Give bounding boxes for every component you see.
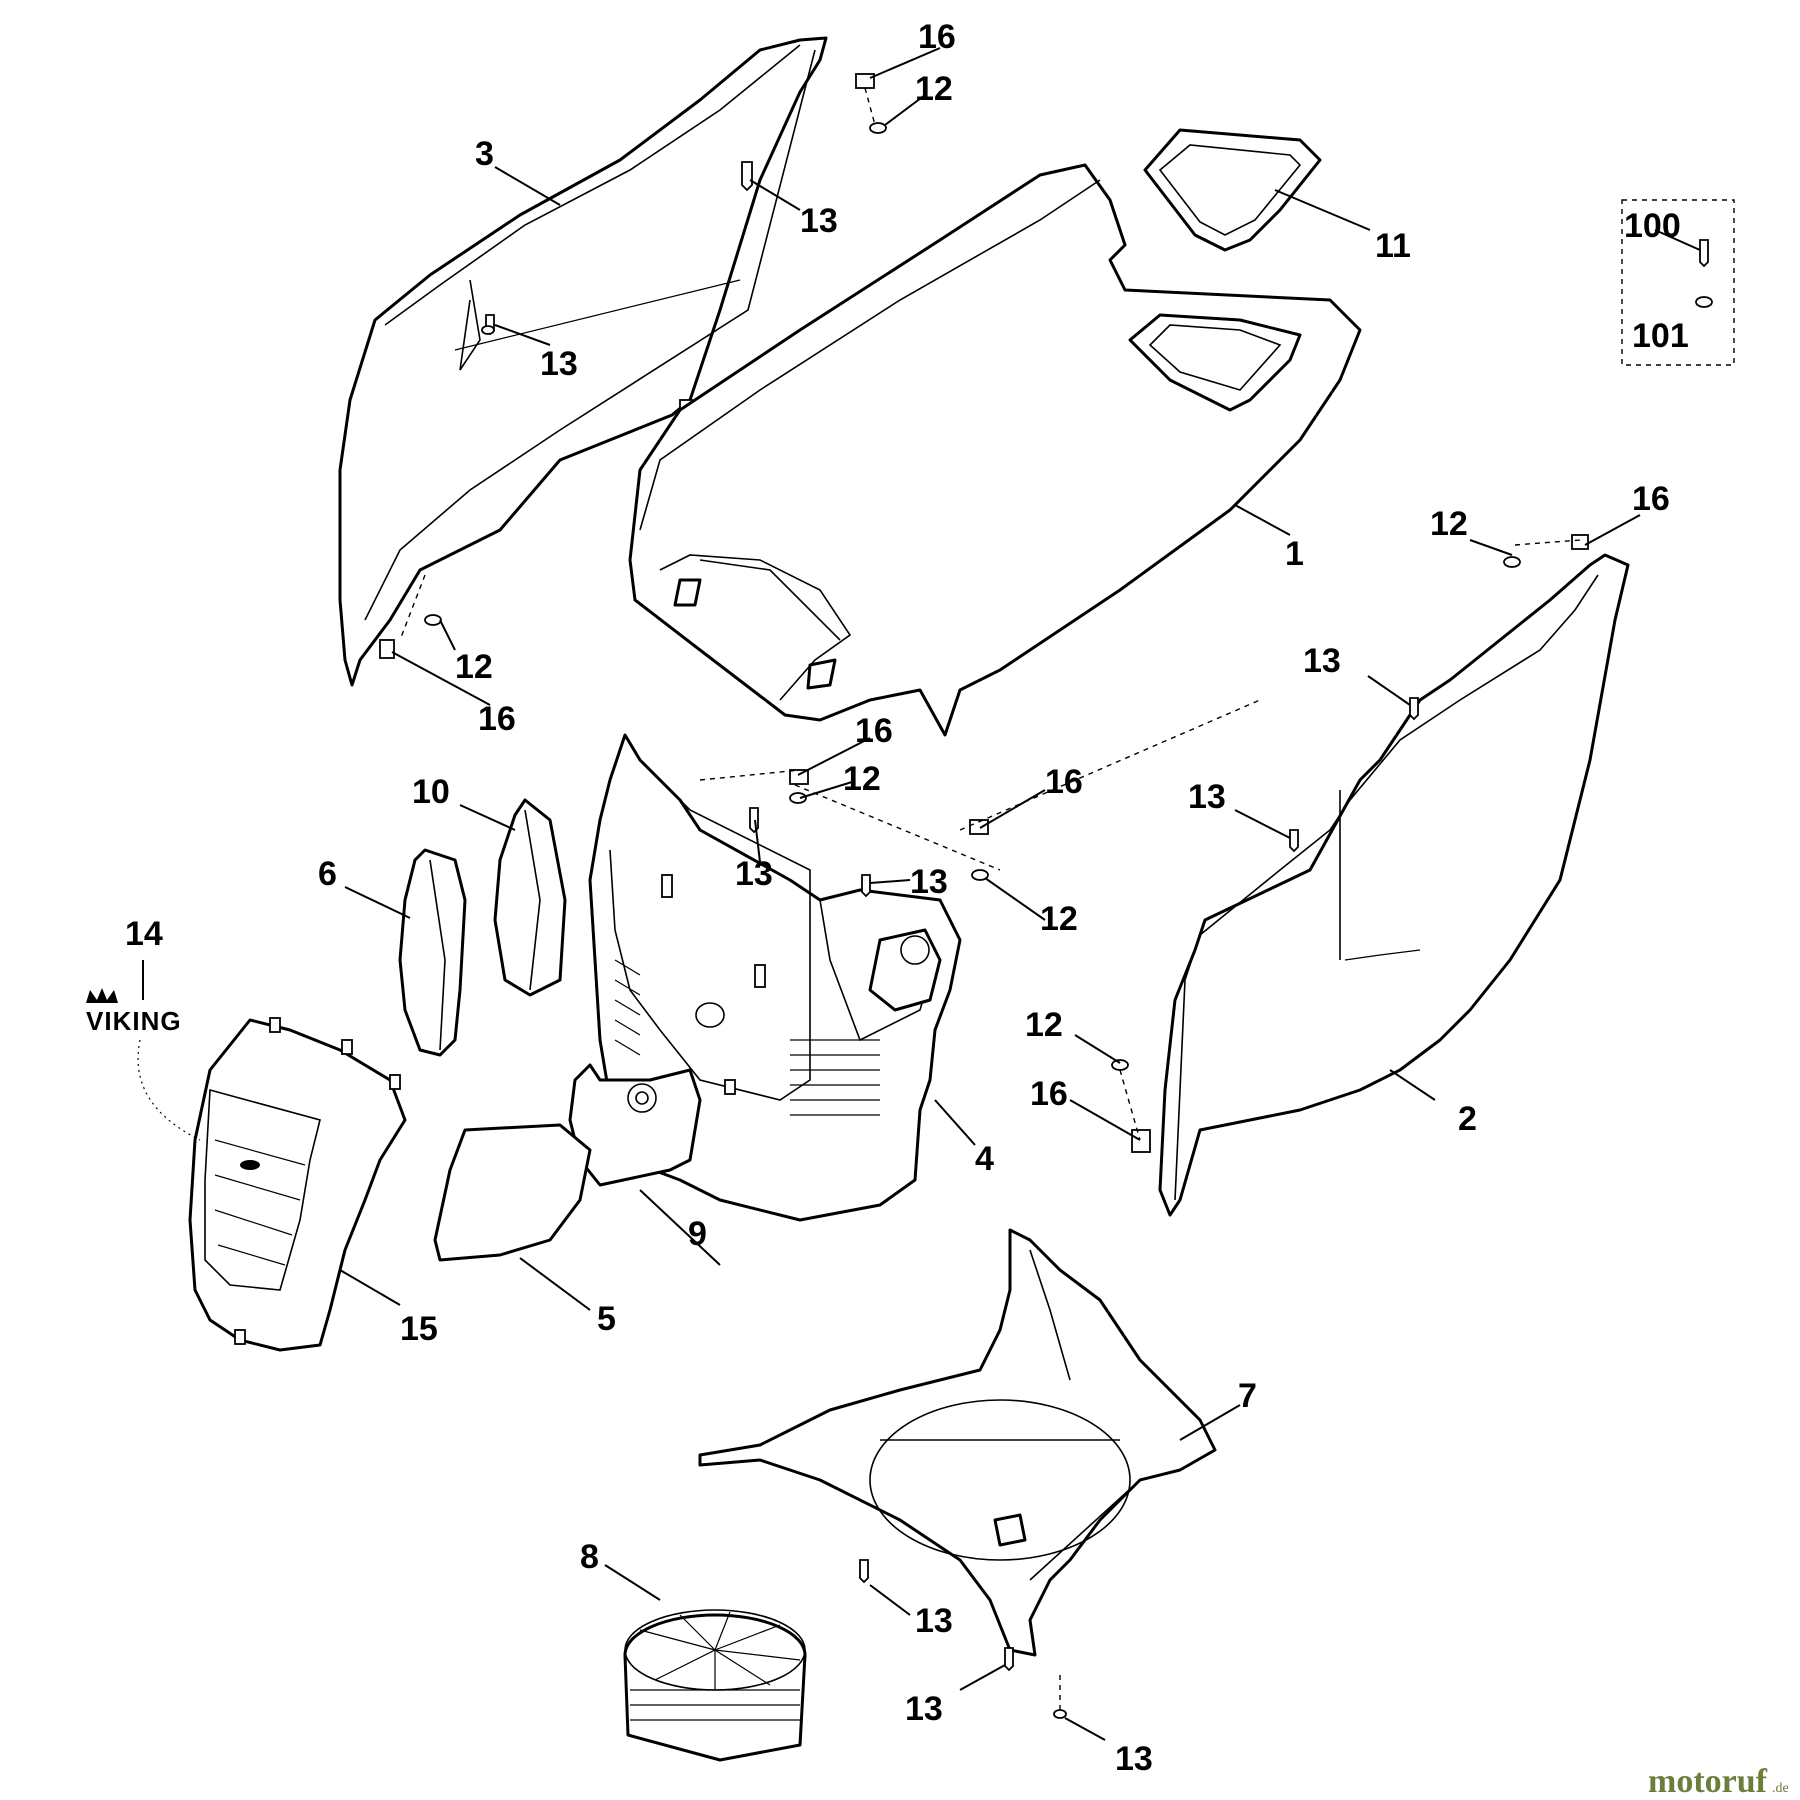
part-10-lens [493, 798, 567, 997]
part-15-nose-cone [188, 1017, 407, 1352]
callout-13: 13 [800, 202, 838, 240]
leader-lines [142, 47, 1701, 1741]
callout-101: 101 [1632, 317, 1689, 355]
callout-16: 16 [478, 700, 516, 738]
part-11-vent-frame [1143, 128, 1322, 252]
callout-3: 3 [475, 135, 494, 173]
callout-4: 4 [975, 1140, 994, 1178]
callout-16: 16 [1045, 763, 1083, 801]
callout-13: 13 [1188, 778, 1226, 816]
callout-13: 13 [735, 855, 773, 893]
callout-1: 1 [1285, 535, 1304, 573]
callout-12: 12 [1430, 505, 1468, 543]
part-9-reflector [568, 1063, 702, 1187]
part-14-viking-badge: VIKING [86, 988, 201, 1141]
callout-9: 9 [688, 1215, 707, 1253]
part-8-fan [623, 1609, 807, 1762]
callout-13: 13 [905, 1690, 943, 1728]
viking-badge-text: VIKING [86, 1006, 182, 1036]
callout-16: 16 [1030, 1075, 1068, 1113]
callout-16: 16 [918, 18, 956, 56]
watermark: motoruf .de [1648, 1763, 1789, 1800]
callout-8: 8 [580, 1538, 599, 1576]
callout-labels: 3 16 12 13 13 11 100 101 1 12 16 12 16 1… [125, 18, 1689, 1778]
callout-13: 13 [915, 1602, 953, 1640]
callout-10: 10 [412, 773, 450, 811]
crown-icon [86, 988, 118, 1003]
callout-14: 14 [125, 915, 163, 953]
callout-12: 12 [915, 70, 953, 108]
assembly-lines [399, 87, 1581, 1710]
hardware-fasteners [379, 73, 1589, 1719]
part-3-left-side-panel [338, 36, 828, 687]
part-2-right-side-panel [1158, 553, 1630, 1217]
callout-16: 16 [855, 712, 893, 750]
watermark-suffix: .de [1772, 1781, 1789, 1796]
callout-13: 13 [1303, 642, 1341, 680]
part-5-headlight-lens [433, 1123, 592, 1262]
callout-12: 12 [1025, 1006, 1063, 1044]
part-6-headlight-frame [398, 848, 467, 1057]
callout-7: 7 [1238, 1377, 1257, 1415]
callout-6: 6 [318, 855, 337, 893]
part-7-lower-shroud [698, 1228, 1217, 1657]
callout-13: 13 [540, 345, 578, 383]
hardware-kit-box [1621, 199, 1735, 366]
callout-12: 12 [843, 760, 881, 798]
callout-12: 12 [455, 648, 493, 686]
callout-11: 11 [1375, 227, 1411, 265]
callout-100: 100 [1624, 207, 1681, 245]
callout-13: 13 [1115, 1740, 1153, 1778]
callout-5: 5 [597, 1300, 616, 1338]
callout-15: 15 [400, 1310, 438, 1348]
part-1-main-hood [628, 163, 1362, 737]
callout-13: 13 [910, 863, 948, 901]
watermark-name: motoruf [1648, 1763, 1768, 1800]
callout-2: 2 [1458, 1100, 1477, 1138]
callout-12: 12 [1040, 900, 1078, 938]
callout-16: 16 [1632, 480, 1670, 518]
